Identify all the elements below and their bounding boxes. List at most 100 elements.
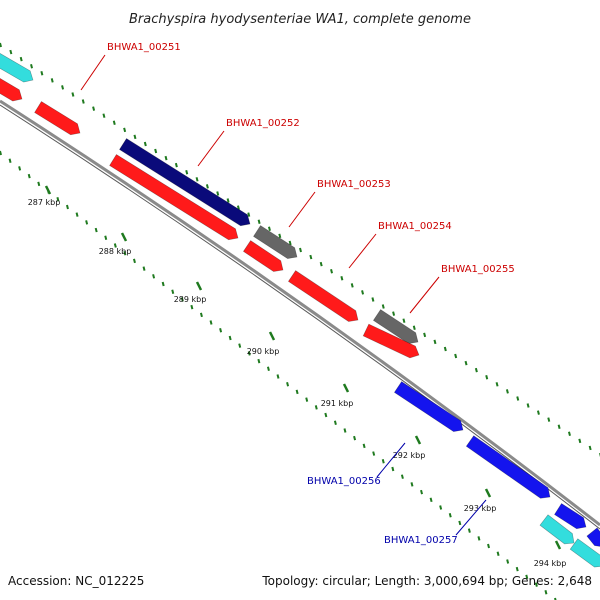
minor-tick — [319, 261, 323, 267]
major-tick — [44, 185, 52, 195]
minor-tick — [30, 63, 34, 69]
minor-tick — [487, 543, 490, 549]
minor-tick — [402, 318, 406, 323]
minor-tick — [391, 466, 395, 472]
minor-tick — [588, 445, 592, 451]
minor-tick — [454, 353, 458, 359]
minor-tick — [412, 325, 416, 331]
minor-tick — [171, 289, 175, 294]
minor-tick — [361, 290, 365, 295]
minor-tick — [299, 247, 302, 253]
minor-tick — [410, 482, 414, 487]
gene-label[interactable]: BHWA1_00252 — [226, 118, 300, 129]
minor-tick — [219, 328, 223, 333]
minor-tick — [554, 597, 557, 600]
minor-tick — [9, 49, 13, 55]
minor-tick — [423, 332, 427, 338]
gene-label[interactable]: BHWA1_00254 — [378, 221, 452, 232]
minor-tick — [485, 374, 489, 380]
gene-arrow — [287, 270, 359, 322]
minor-tick — [578, 438, 582, 444]
gene-label[interactable]: BHWA1_00255 — [441, 264, 515, 275]
gene-label[interactable]: BHWA1_00256 — [307, 476, 381, 487]
gene-arrow — [554, 503, 587, 530]
gene-label[interactable]: BHWA1_00251 — [107, 42, 181, 53]
minor-tick — [567, 431, 571, 437]
minor-tick — [458, 520, 462, 526]
minor-tick — [216, 191, 220, 196]
tick-label: 287 kbp — [28, 198, 61, 207]
minor-tick — [314, 405, 318, 410]
minor-tick — [75, 212, 79, 217]
gene-arrow — [34, 101, 81, 136]
minor-tick — [199, 312, 203, 318]
minor-tick — [92, 106, 96, 111]
gene-arrow — [242, 240, 284, 272]
minor-tick — [516, 396, 520, 401]
gene-arrow — [586, 527, 600, 547]
minor-tick — [505, 389, 509, 394]
minor-tick — [102, 113, 106, 118]
minor-tick — [19, 56, 23, 62]
gene-label[interactable]: BHWA1_00253 — [317, 179, 391, 190]
minor-tick — [400, 474, 404, 479]
minor-tick — [123, 250, 127, 256]
tick-label: 289 kbp — [174, 295, 207, 304]
major-tick — [195, 281, 203, 291]
minor-tick — [495, 382, 499, 387]
minor-tick — [526, 403, 530, 408]
minor-tick — [257, 358, 261, 364]
minor-tick — [266, 366, 270, 372]
minor-tick — [123, 127, 127, 133]
gene-labels-layer: BHWA1_00251BHWA1_00252BHWA1_00253BHWA1_0… — [80, 42, 515, 546]
gene-leader-line — [376, 442, 406, 478]
gene-arrow — [372, 309, 419, 344]
gene-arrow — [362, 323, 420, 359]
minor-tick — [467, 528, 471, 533]
tick-label: 294 kbp — [534, 559, 567, 568]
gene-leader-line — [455, 499, 487, 536]
gene-label[interactable]: BHWA1_00257 — [384, 535, 458, 546]
minor-tick — [195, 177, 199, 182]
minor-tick — [372, 451, 376, 456]
minor-tick — [267, 226, 271, 232]
accession-text: Accession: NC_012225 — [8, 574, 145, 588]
minor-tick — [420, 489, 424, 495]
genome-backbone-shadow — [0, 104, 600, 530]
minor-tick — [536, 410, 540, 415]
minor-tick — [180, 297, 184, 302]
minor-tick — [340, 276, 344, 281]
tick-label: 291 kbp — [321, 399, 354, 408]
genes-layer — [0, 53, 600, 568]
minor-tick — [190, 304, 194, 310]
minor-tick — [81, 99, 85, 104]
minor-tick — [174, 162, 178, 168]
minor-tick — [66, 204, 69, 210]
gene-arrow — [0, 78, 23, 102]
minor-tick — [330, 268, 334, 274]
map-title: Brachyspira hyodysenteriae WA1, complete… — [129, 12, 471, 27]
minor-tick — [371, 297, 375, 302]
minor-tick — [362, 443, 366, 449]
minor-tick — [278, 233, 282, 239]
minor-tick — [228, 335, 232, 341]
minor-tick — [544, 590, 548, 595]
minor-tick — [429, 497, 433, 503]
major-tick — [414, 435, 422, 445]
minor-tick — [112, 120, 116, 126]
minor-tick — [27, 173, 31, 179]
minor-tick — [164, 155, 168, 161]
gene-leader-line — [409, 276, 440, 314]
gene-arrow — [569, 538, 600, 568]
topology-text: Topology: circular; Length: 3,000,694 bp… — [262, 574, 592, 588]
minor-tick — [132, 258, 136, 264]
minor-tick — [37, 181, 41, 187]
minor-tick — [113, 243, 117, 248]
minor-tick — [238, 343, 242, 348]
minor-tick — [448, 512, 452, 518]
gene-leader-line — [348, 233, 377, 269]
gene-arrow — [109, 154, 239, 241]
major-tick — [484, 488, 492, 498]
